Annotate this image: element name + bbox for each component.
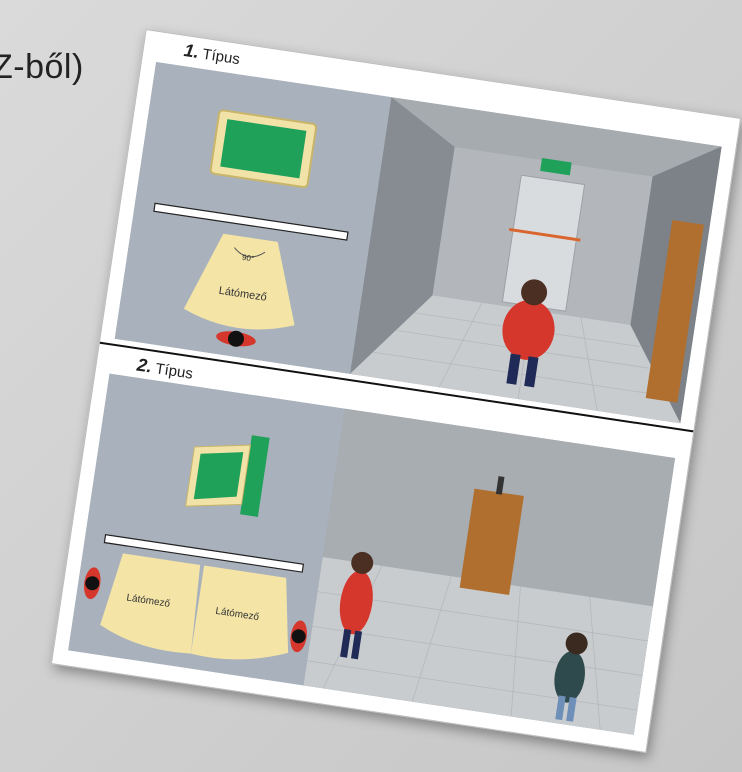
panel-1-type-number: 1. [183,40,201,62]
panel-1: 90° Látómező [115,62,722,423]
panel-1-scene-svg [350,97,722,423]
panel-1-corridor-scene [350,97,722,423]
panel-2-type-word: Típus [154,360,194,382]
panel-2-corridor-scene [303,409,675,735]
panel-1-plan-svg: 90° Látómező [115,62,392,374]
panel-1-floor-plan: 90° Látómező [115,62,392,374]
panel-2-plan-svg: Látómező Látómező [68,373,345,685]
panel-1-title: 1. Típus [182,40,241,69]
panel-2-type-number: 2. [136,355,154,377]
panel-2-scene-svg [303,409,675,735]
panel-1-type-word: Típus [201,46,241,68]
panel-1-angle-label: 90° [241,253,254,264]
panel-2-floor-plan: Látómező Látómező [68,373,345,685]
panel-2: Látómező Látómező [68,373,675,734]
figure-card: 1. Típus 90° Látómező [51,29,741,753]
slide-partial-text: Z-ből) [0,48,84,87]
